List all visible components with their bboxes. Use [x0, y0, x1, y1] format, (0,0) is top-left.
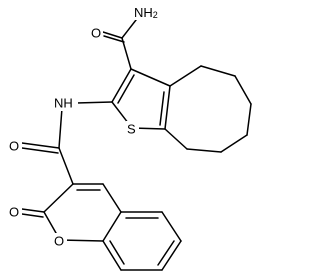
bond-thio-c3-c2-a [111, 68, 132, 103]
sulfur-label: S [126, 121, 139, 137]
bond-pyr-c3-c2 [43, 183, 74, 213]
bond-pyr-c4a-c4 [102, 183, 122, 213]
bond-c3-amide-c [121, 37, 132, 70]
carbonyl-oxygen-label: O [8, 138, 22, 154]
bond-hept-c3a-c4 [169, 65, 202, 87]
bond-hept-c9-c7a [164, 128, 188, 150]
lactone-oxygen-label: O [8, 204, 22, 220]
bond-benz-c6-c7 [161, 240, 182, 271]
bond-hept-c7-c8 [220, 134, 248, 153]
bond-hept-c8-c9 [186, 148, 222, 153]
bond-carbonyl-c-o-2 [21, 147, 59, 154]
bond-benz-c5-c6 [161, 211, 182, 242]
bond-thio-c3-c3a [130, 68, 171, 87]
amide-nh2-text: NH2 [134, 5, 158, 21]
bond-hept-c4-c5 [200, 65, 236, 77]
bond-benz-inner-2 [157, 240, 175, 266]
bond-thio-c7a-c3a-b [159, 91, 165, 126]
bond-c2-nh [75, 101, 113, 104]
lactone-oxygen-text: O [9, 205, 19, 220]
bond-benz-inner-3 [109, 240, 125, 265]
amide-oxygen-text: O [91, 26, 101, 41]
bond-carbonyl-c-o-1 [21, 142, 60, 149]
bond-lactone-c-o-2 [21, 213, 44, 218]
bond-amide-c-o-2 [103, 35, 125, 43]
ring-oxygen-text: O [54, 234, 64, 249]
nh-text: NH [54, 96, 73, 111]
bond-lactone-c-o-1 [21, 208, 45, 213]
bond-pyr-c8a-c4a [102, 211, 122, 242]
bonds [21, 19, 252, 271]
atom-labels: NH2 O NH S O O O [8, 3, 159, 249]
bond-thio-c7a-c3a-a [164, 85, 171, 130]
bond-thio-c3-c2-b [117, 74, 135, 104]
bond-hept-c6-c7 [246, 103, 252, 136]
bond-carbonyl-c-c3 [58, 147, 74, 185]
bond-benz-c8-c8a [102, 240, 122, 271]
amide-oxygen-label: O [90, 25, 103, 41]
bond-nh-carbonyl-c [58, 107, 63, 149]
bond-pyr-o1-c8a [59, 239, 104, 242]
nh-label: NH [53, 94, 78, 111]
molecule-structure-diagram: NH2 O NH S O O O [8, 3, 252, 271]
bond-amide-c-n [121, 19, 137, 39]
ring-oxygen-label: O [53, 233, 67, 249]
bond-amide-c-o-1 [102, 31, 123, 39]
amide-nh2-main: NH [134, 5, 153, 20]
sulfur-text: S [127, 122, 136, 137]
amide-nh2-subscript: 2 [153, 10, 158, 20]
bond-hept-c5-c6 [234, 75, 252, 105]
amide-nh2-label: NH2 [133, 3, 159, 20]
carbonyl-oxygen-text: O [9, 139, 19, 154]
